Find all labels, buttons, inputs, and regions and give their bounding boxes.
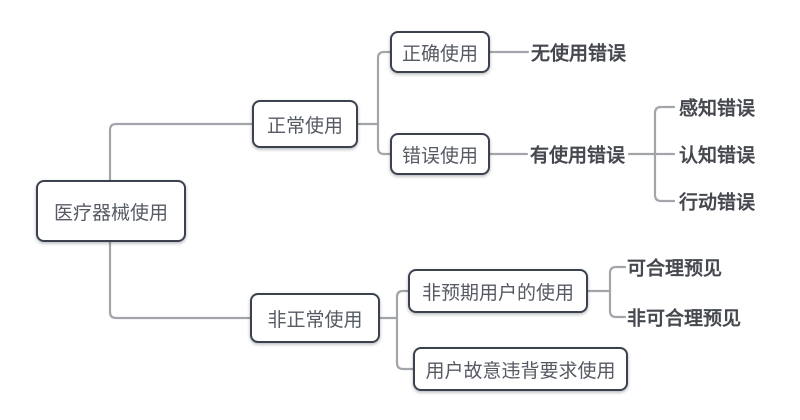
node-action-error[interactable]: 行动错误 — [679, 191, 756, 214]
node-medical-device-use[interactable]: 医疗器械使用 — [36, 180, 186, 242]
node-normal-use[interactable]: 正常使用 — [252, 100, 358, 148]
node-wrong-use[interactable]: 错误使用 — [390, 133, 490, 175]
node-no-use-error[interactable]: 无使用错误 — [531, 42, 627, 65]
node-perception-error[interactable]: 感知错误 — [679, 97, 756, 120]
connector-normal-use-bracket — [376, 50, 392, 156]
connector-abnormal-use-bracket — [395, 289, 415, 371]
node-has-use-error[interactable]: 有使用错误 — [530, 144, 626, 167]
node-abnormal-use[interactable]: 非正常使用 — [250, 293, 380, 343]
node-unintended-user-use[interactable]: 非预期用户的使用 — [408, 269, 588, 313]
connector-root-to-normal-use — [108, 122, 254, 182]
node-not-reasonably-foreseeable[interactable]: 非可合理预见 — [627, 307, 742, 330]
node-reasonably-foreseeable[interactable]: 可合理预见 — [627, 257, 723, 280]
node-intentional-violation-use[interactable]: 用户故意违背要求使用 — [413, 347, 628, 391]
connector-unintended-user-bracket — [608, 265, 627, 319]
connector-has-error-bracket — [653, 105, 676, 203]
connector-root-to-abnormal-use — [108, 240, 252, 320]
node-cognition-error[interactable]: 认知错误 — [679, 144, 756, 167]
node-correct-use[interactable]: 正确使用 — [390, 31, 490, 73]
